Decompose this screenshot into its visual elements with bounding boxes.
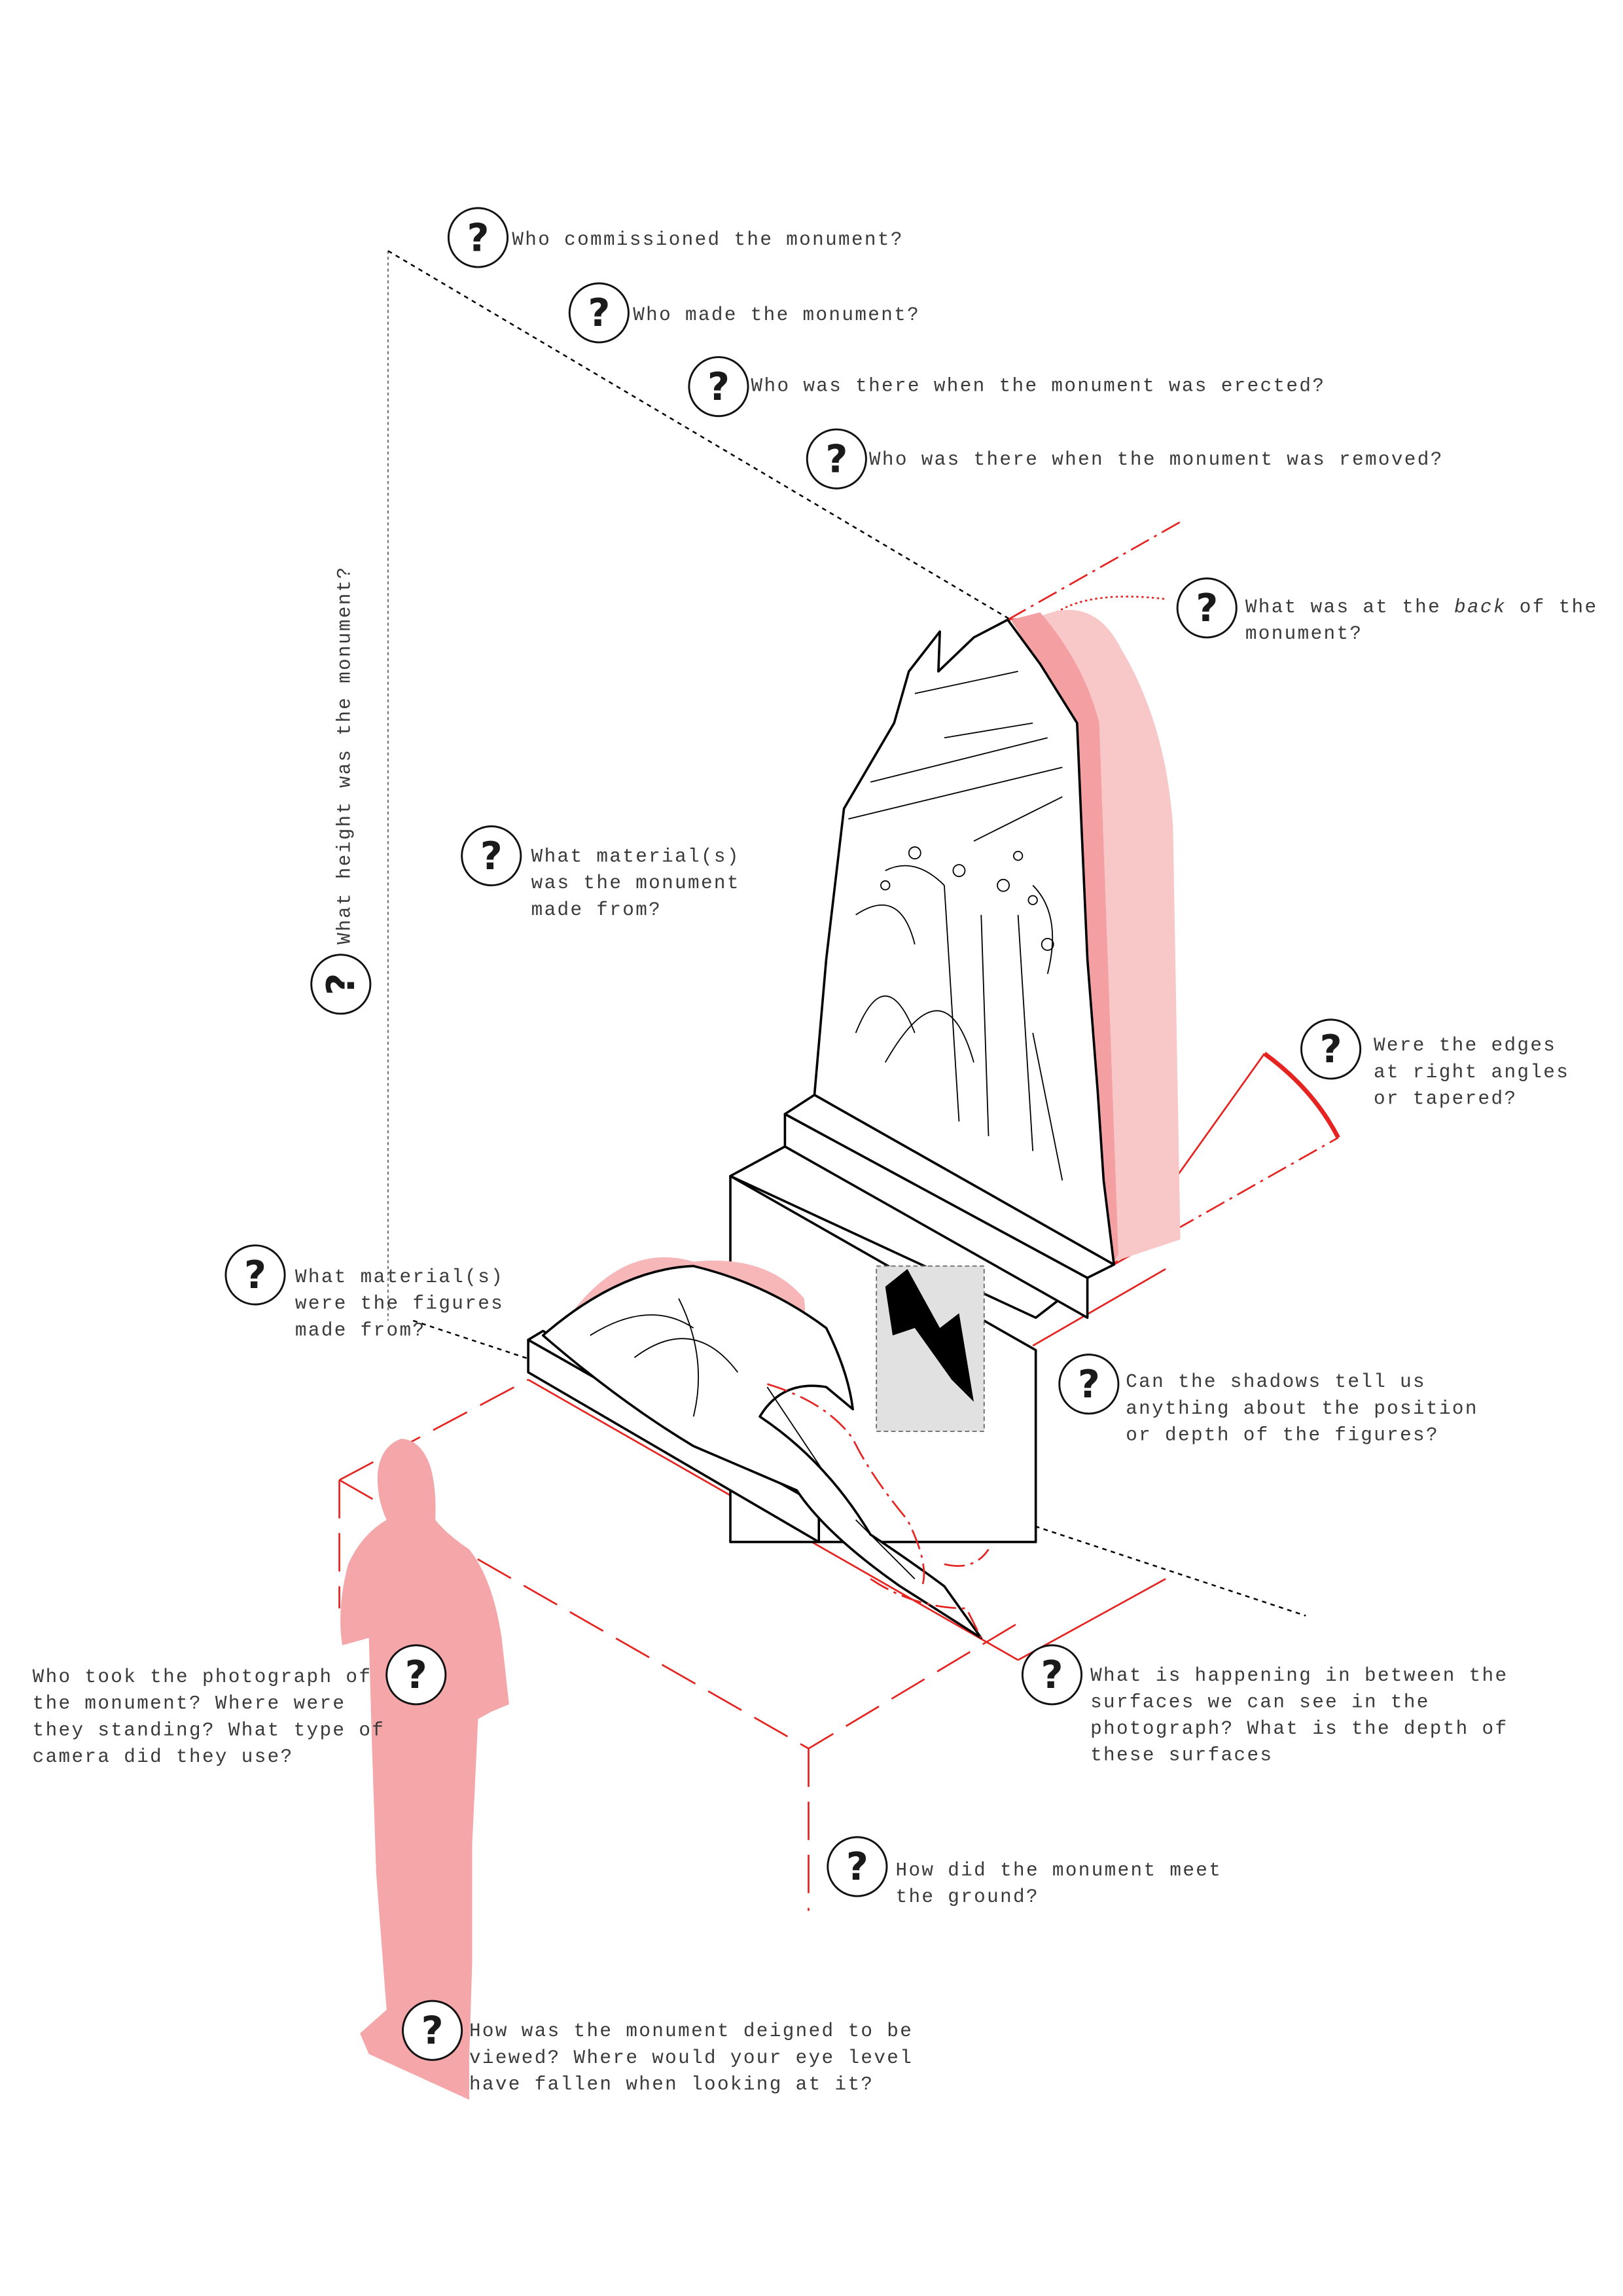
top-diagonal-dotted-line [387, 250, 1011, 620]
person-silhouette [340, 1439, 509, 2100]
question-mark: ? [1041, 1653, 1063, 1697]
question-text: made from? [531, 899, 662, 921]
question-text: What was at the [1245, 597, 1454, 619]
back-depth-line [1007, 518, 1186, 621]
question-mark: ? [421, 2008, 444, 2053]
question-text: surfaces we can see in the [1090, 1691, 1430, 1713]
question-height: ? What height was the monument? [310, 565, 372, 1015]
question-text: the ground? [896, 1886, 1039, 1908]
question-text: have fallen when looking at it? [469, 2073, 874, 2095]
question-back: ? What was at the back of the monument? [1176, 577, 1598, 645]
ground-box [338, 1378, 1019, 1911]
question-icon [402, 2000, 463, 2061]
question-icon [806, 428, 867, 490]
question-text: or tapered? [1374, 1088, 1517, 1109]
question-text: these surfaces [1090, 1745, 1273, 1767]
question-ground: ? How did the monument meet the ground? [827, 1836, 1222, 1908]
question-icon [568, 282, 630, 344]
question-text: Who commissioned the monument? [512, 229, 903, 251]
question-erected: ? Who was there when the monument was er… [688, 356, 1326, 418]
svg-text:Who was there when the monumen: Who was there when the monument was remo… [869, 449, 1444, 471]
plinth [729, 1094, 1115, 1543]
svg-text:monument?: monument? [1245, 623, 1363, 645]
question-text: was the monument [531, 872, 740, 894]
question-text: camera did they use? [33, 1746, 294, 1768]
svg-text:Who was there when the monumen: Who was there when the monument was erec… [751, 375, 1326, 397]
question-icon [1021, 1644, 1083, 1706]
question-icon [688, 356, 749, 418]
back-leader [1056, 596, 1166, 613]
question-text: Who was there when the monument was remo… [869, 449, 1444, 471]
question-text-emphasis: back [1454, 597, 1507, 619]
question-mark: ? [846, 1844, 868, 1889]
question-made: ? Who made the monument? [568, 282, 920, 344]
question-icon [461, 825, 522, 887]
question-mark: ? [825, 437, 847, 481]
question-mark: ? [1320, 1027, 1342, 1071]
question-text: How did the monument meet [896, 1859, 1222, 1881]
monument-stone [813, 619, 1115, 1266]
question-commissioned: ? Who commissioned the monument? [447, 207, 903, 268]
question-icon [1300, 1018, 1362, 1080]
question-shadows: ? Can the shadows tell us anything about… [1058, 1354, 1478, 1446]
question-mark: ? [244, 1253, 266, 1297]
question-mark: ? [588, 291, 610, 335]
reclining-figures [527, 1257, 990, 1640]
question-text: What material(s) [295, 1266, 504, 1288]
question-icon [827, 1836, 888, 1897]
question-text: What height was the monument? [334, 565, 355, 944]
question-text: at right angles [1374, 1062, 1569, 1083]
question-icon [1176, 577, 1238, 639]
question-mark: ? [1196, 586, 1218, 630]
question-icon [1058, 1354, 1120, 1415]
question-text: of the [1507, 597, 1598, 619]
question-text: Who was there when the monument was erec… [751, 375, 1326, 397]
question-mark: ? [467, 215, 489, 260]
question-photographer: ? Who took the photograph of the monumen… [33, 1644, 447, 1768]
question-text: photograph? What is the depth of [1090, 1718, 1508, 1740]
figure-shadow [885, 1268, 974, 1402]
angle-arc [1263, 1051, 1340, 1139]
question-text: made from? [295, 1319, 425, 1341]
figure-outline [541, 1265, 983, 1640]
question-text: Who made the monument? [633, 304, 920, 326]
question-edges: ? Were the edges at right angles or tape… [1300, 1018, 1569, 1109]
question-text: they standing? What type of [33, 1719, 385, 1741]
question-mark: ? [319, 973, 363, 996]
question-text: Were the edges [1374, 1035, 1556, 1056]
question-text: anything about the position [1126, 1398, 1478, 1420]
question-mark: ? [707, 365, 730, 409]
question-text: What is happening in between the [1090, 1665, 1508, 1687]
question-text: the monument? Where were [33, 1693, 346, 1715]
question-icon [385, 1644, 447, 1706]
svg-text:Who made the monument?: Who made the monument? [633, 304, 920, 326]
question-text: Can the shadows tell us [1126, 1371, 1426, 1393]
question-material-monument: ? What material(s) was the monument made… [461, 825, 740, 921]
question-mark: ? [1078, 1362, 1100, 1407]
question-material-figures: ? What material(s) were the figures made… [224, 1244, 504, 1341]
question-icon [447, 207, 509, 268]
svg-text:What was at the back of the: What was at the back of the [1245, 597, 1598, 619]
question-text: How was the monument deigned to be [469, 2020, 913, 2042]
question-icon [224, 1244, 286, 1306]
question-mark: ? [405, 1653, 427, 1697]
question-icon [310, 954, 372, 1015]
question-removed: ? Who was there when the monument was re… [806, 428, 1444, 490]
question-text: viewed? Where would your eye level [469, 2047, 913, 2069]
question-text: monument? [1245, 623, 1363, 645]
question-text: Who took the photograph of [33, 1666, 372, 1688]
question-text: What material(s) [531, 846, 740, 868]
question-text: or depth of the figures? [1126, 1424, 1439, 1446]
svg-text:Who commissioned the monument?: Who commissioned the monument? [512, 229, 903, 251]
question-mark: ? [480, 834, 503, 878]
question-viewed: ? How was the monument deigned to be vie… [402, 2000, 913, 2095]
question-between: ? What is happening in between the surfa… [1021, 1644, 1508, 1767]
question-text: were the figures [295, 1293, 504, 1315]
